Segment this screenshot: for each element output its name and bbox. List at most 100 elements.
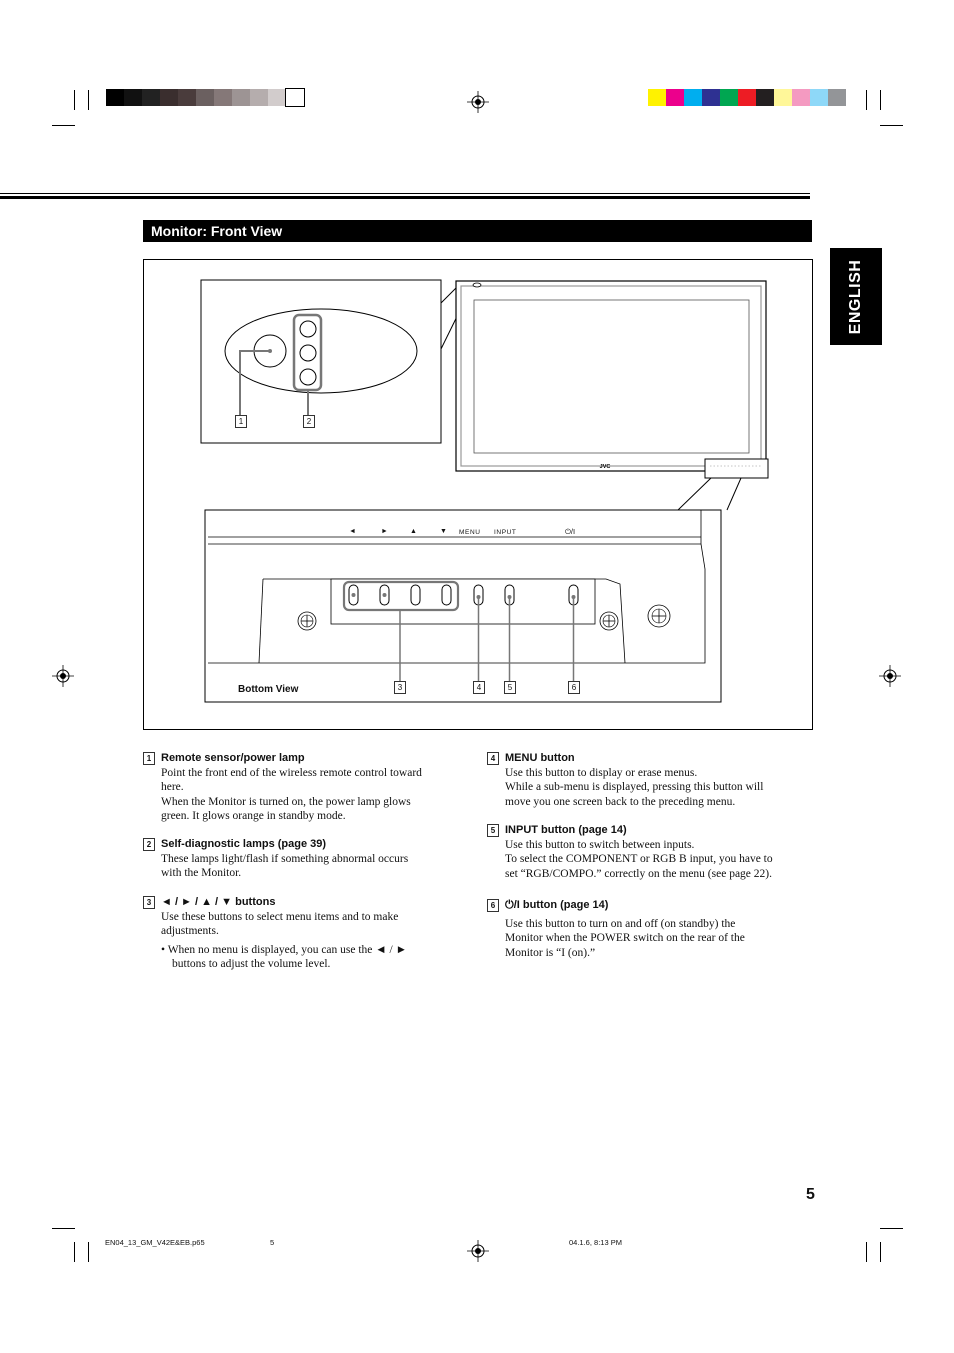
item-text: Use this button to display or erase menu…: [505, 766, 698, 779]
registration-mark-icon: [467, 1240, 489, 1262]
item-text: green. It glows orange in standby mode.: [161, 810, 346, 823]
color-swatch: [250, 89, 268, 106]
color-swatch: [285, 88, 305, 107]
screw-icon: [599, 611, 619, 631]
item-number: 6: [487, 899, 499, 912]
registration-mark-icon: [879, 665, 901, 687]
crop-mark: [74, 90, 75, 110]
crop-mark: [880, 90, 881, 110]
front-sensor-icon: [472, 282, 482, 288]
crop-mark: [52, 1228, 75, 1229]
color-swatch: [810, 89, 828, 106]
callout-6: 6: [568, 681, 580, 694]
item-text: here.: [161, 781, 184, 794]
registration-mark-icon: [52, 665, 74, 687]
item-text: Monitor when the POWER switch on the rea…: [505, 932, 745, 945]
item-text: These lamps light/flash if something abn…: [161, 852, 409, 865]
crop-mark: [880, 1228, 903, 1229]
bottom-button-zoom-indicator: [704, 458, 769, 479]
color-swatch: [178, 89, 196, 106]
color-swatch: [268, 89, 286, 106]
color-swatch: [106, 89, 124, 106]
crop-mark: [52, 125, 75, 126]
item-bullet: • When no menu is displayed, you can use…: [161, 943, 407, 971]
item-text: Monitor is “I (on).”: [505, 946, 596, 959]
item-menu-button: 4 MENU button Use this button to display …: [487, 751, 817, 809]
item-number: 1: [143, 752, 155, 765]
color-swatch: [738, 89, 756, 106]
bottom-view-label: Bottom View: [238, 684, 299, 695]
item-number: 2: [143, 838, 155, 851]
screw-icon: [297, 611, 317, 631]
color-swatch: [792, 89, 810, 106]
monitor-front-view-figure: JVC: [143, 259, 813, 730]
button-label-power: ⏻/I: [565, 527, 576, 536]
item-power-button: 6 ⏻/I button (page 14) Use this button to…: [487, 898, 817, 960]
crop-mark: [88, 1242, 89, 1262]
section-title: Monitor: Front View: [143, 220, 812, 242]
item-title: Self-diagnostic lamps (page 39): [161, 838, 327, 850]
item-text: with the Monitor.: [161, 867, 242, 880]
top-rule-thin: [0, 193, 810, 194]
crop-mark: [866, 1242, 867, 1262]
callout-2: 2: [303, 415, 315, 428]
footer-filename: EN04_13_GM_V42E&EB.p65: [105, 1238, 205, 1247]
crop-mark: [880, 1242, 881, 1262]
color-swatch: [214, 89, 232, 106]
color-swatch: [196, 89, 214, 106]
page-number: 5: [806, 1186, 815, 1203]
item-number: 5: [487, 824, 499, 837]
button-label-down: ▼: [440, 528, 447, 535]
language-tab: ENGLISH: [830, 248, 882, 345]
diagnostic-lamp-icon: [299, 320, 317, 338]
item-text: To select the COMPONENT or RGB B input, …: [505, 853, 773, 866]
footer-date: 04.1.6, 8:13 PM: [569, 1238, 622, 1247]
callout-3: 3: [394, 681, 406, 694]
color-swatch: [774, 89, 792, 106]
crop-mark: [880, 125, 903, 126]
diagnostic-lamp-icon: [299, 344, 317, 362]
item-remote-sensor: 1 Remote sensor/power lamp Point the fron…: [143, 751, 463, 824]
item-number: 4: [487, 752, 499, 765]
item-title: Remote sensor/power lamp: [161, 752, 305, 764]
color-swatch: [756, 89, 774, 106]
button-label-menu: MENU: [459, 529, 481, 536]
bottom-button-bay: [330, 578, 596, 625]
crop-mark: [866, 90, 867, 110]
callout-line-1: [239, 350, 270, 415]
callout-1: 1: [235, 415, 247, 428]
footer-page: 5: [270, 1238, 275, 1247]
color-swatch: [160, 89, 178, 106]
callout-4: 4: [473, 681, 485, 694]
item-text: Use this button to switch between inputs…: [505, 838, 695, 851]
brand-logo: JVC: [600, 464, 611, 470]
registration-mark-icon: [467, 91, 489, 113]
item-text: adjustments.: [161, 925, 219, 938]
language-tab-label: ENGLISH: [847, 259, 864, 334]
color-swatch: [702, 89, 720, 106]
item-text: Use this button to turn on and off (on s…: [505, 917, 736, 930]
monitor-diagram: JVC: [200, 279, 769, 703]
item-text: move you one screen back to the precedin…: [505, 795, 736, 808]
button-label-up: ▲: [410, 528, 417, 535]
callout-5: 5: [504, 681, 516, 694]
diagnostic-lamp-icon: [299, 368, 317, 386]
color-swatch: [684, 89, 702, 106]
item-title: MENU button: [505, 752, 575, 764]
color-swatch: [720, 89, 738, 106]
screw-icon: [647, 604, 671, 628]
item-text: Point the front end of the wireless remo…: [161, 766, 422, 779]
crop-mark: [74, 1242, 75, 1262]
crop-mark: [88, 90, 89, 110]
item-title: ⏻/I button (page 14): [505, 899, 609, 911]
button-label-left: ◄: [349, 528, 356, 535]
color-swatch: [124, 89, 142, 106]
item-text: Use these buttons to select menu items a…: [161, 910, 399, 923]
item-text: When the Monitor is turned on, the power…: [161, 795, 411, 808]
item-text: While a sub-menu is displayed, pressing …: [505, 781, 764, 794]
item-self-diagnostic: 2 Self-diagnostic lamps (page 39) These l…: [143, 837, 463, 881]
button-label-right: ►: [381, 528, 388, 535]
monitor-screen: [473, 299, 750, 454]
color-swatch: [648, 89, 666, 106]
